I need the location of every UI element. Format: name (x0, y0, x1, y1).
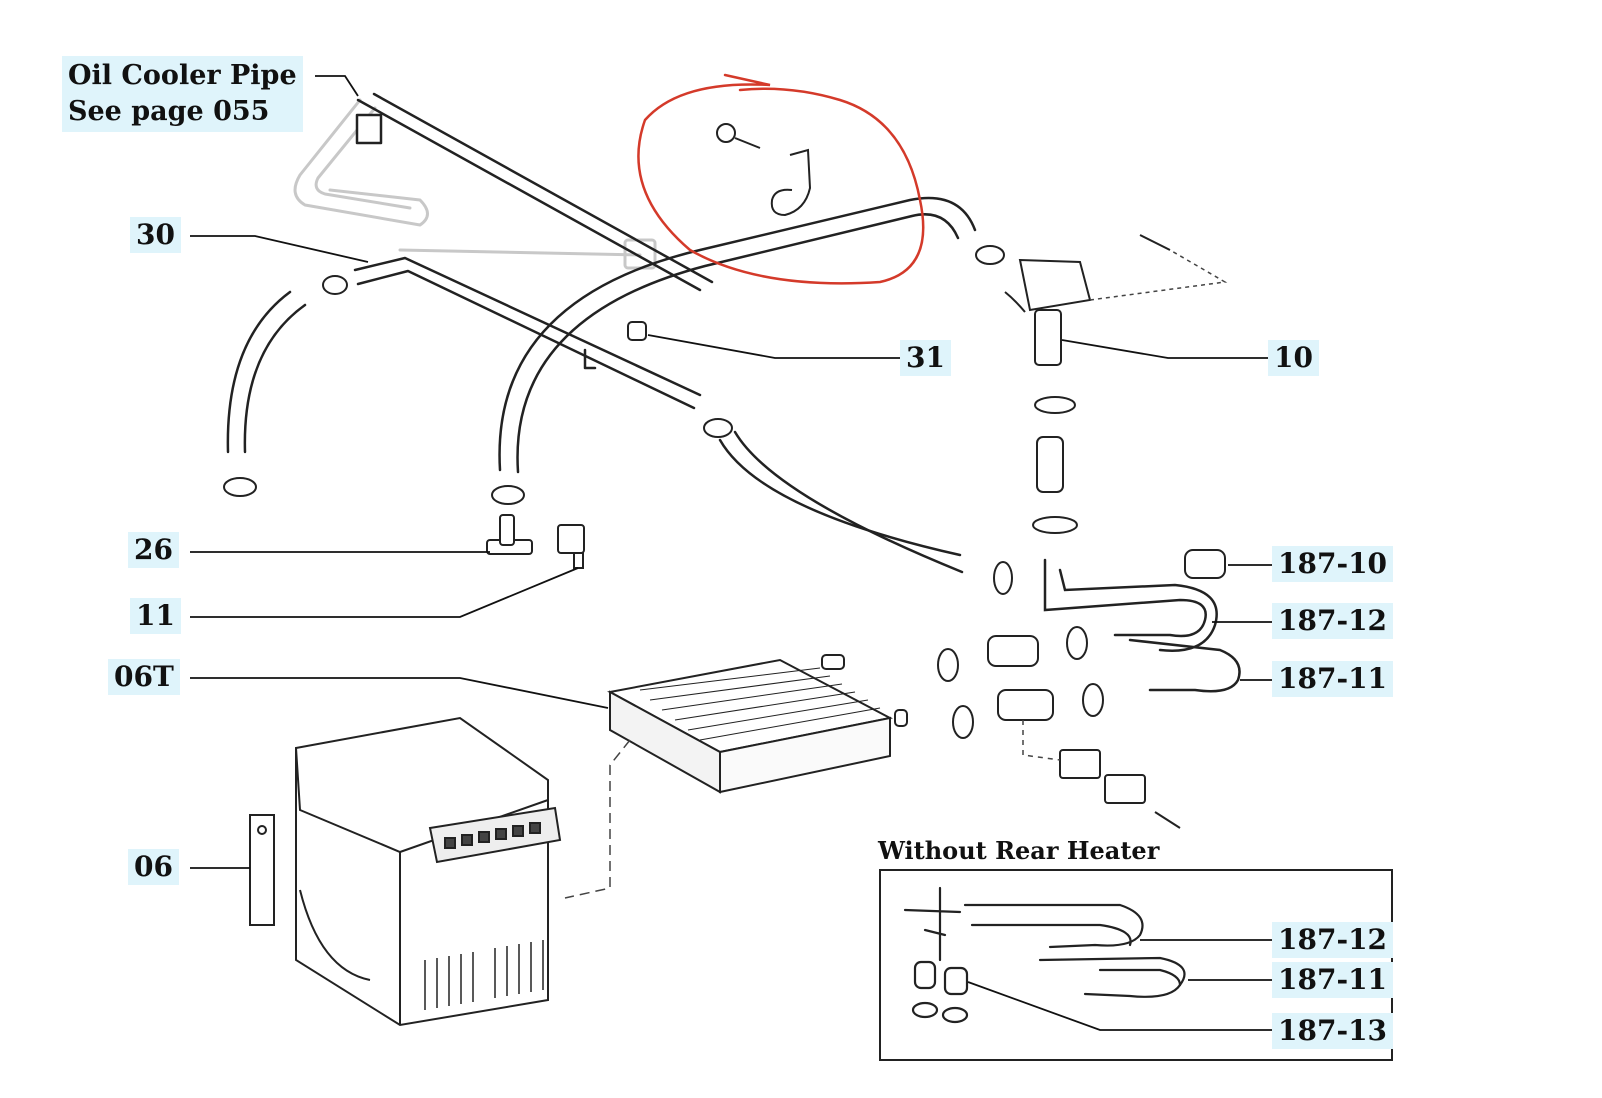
oil-cooler-pipe (355, 92, 714, 292)
circled-parts (637, 73, 925, 285)
inset-parts (903, 886, 1186, 1024)
callout-06T: 06T (108, 659, 180, 695)
callout-11: 11 (130, 598, 181, 634)
inset-callout-187-12: 187-12 (1272, 922, 1394, 958)
hose-clips (223, 245, 1104, 739)
callout-187-10: 187-10 (1272, 546, 1394, 582)
note-line-1: Oil Cooler Pipe (68, 60, 297, 91)
heater-core-06T (607, 654, 908, 794)
inset-title: Without Rear Heater (878, 836, 1160, 865)
callout-31: 31 (900, 340, 951, 376)
arched-hose (498, 196, 977, 474)
inset-callout-187-13: 187-13 (1272, 1013, 1394, 1049)
sleeve-31 (627, 321, 647, 341)
callout-10: 10 (1268, 340, 1319, 376)
pipe-30 (353, 256, 702, 410)
heater-box-06 (249, 716, 562, 1027)
callout-187-11: 187-11 (1272, 661, 1394, 697)
fitting-11 (557, 524, 585, 569)
t-piece-26 (486, 514, 533, 555)
leader-lines (190, 75, 1275, 1031)
callout-06: 06 (128, 849, 179, 885)
oil-cooler-pipe-ghost (293, 98, 657, 270)
callout-26: 26 (128, 532, 179, 568)
callout-187-12: 187-12 (1272, 603, 1394, 639)
u-pipes (1043, 558, 1241, 693)
valve-10 (1004, 234, 1171, 366)
hose-sleeves (987, 436, 1226, 721)
left-hose (226, 290, 307, 454)
oil-cooler-pipe-note: Oil Cooler Pipe See page 055 (62, 56, 303, 132)
diagonal-hose (718, 430, 964, 574)
mounting-brackets (1059, 749, 1181, 829)
note-line-2: See page 055 (68, 96, 270, 127)
inset-callout-187-11: 187-11 (1272, 962, 1394, 998)
callout-30: 30 (130, 217, 181, 253)
